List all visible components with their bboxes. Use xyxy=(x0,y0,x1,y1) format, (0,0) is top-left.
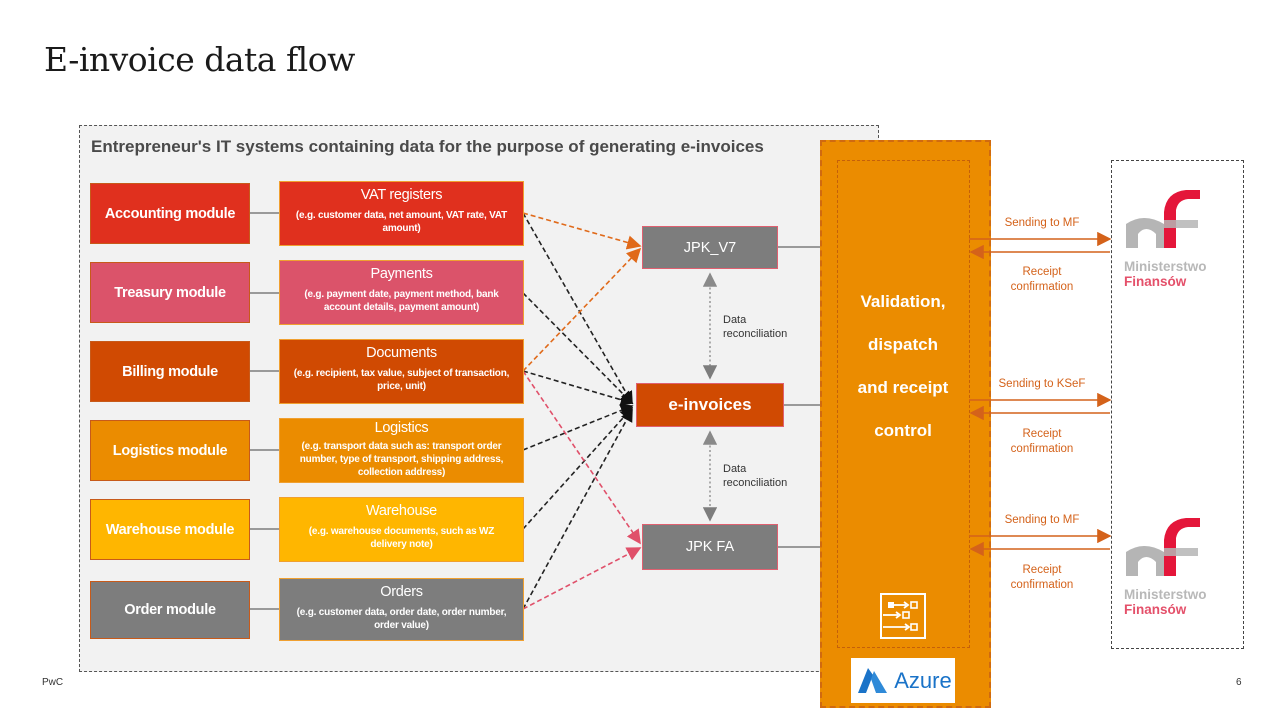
reconciliation-label-bottom-line1: Data xyxy=(723,463,747,475)
page-number: 6 xyxy=(1236,677,1242,688)
validation-text: Validation, dispatch and receipt control xyxy=(838,280,968,452)
receipt-label-2-line1: Receipt xyxy=(1022,428,1062,440)
logistics-desc: (e.g. transport data such as: transport … xyxy=(299,441,504,478)
validation-line-2: dispatch xyxy=(868,335,938,354)
jpk-fa-label: JPK FA xyxy=(685,539,735,555)
mf-logo-text-top: Ministerstwo xyxy=(1124,587,1207,602)
payments-desc: (e.g. payment date, payment method, bank… xyxy=(304,289,499,313)
accounting-module-label: Accounting module xyxy=(104,205,236,222)
orders-title: Orders xyxy=(380,584,423,600)
treasury-module-label: Treasury module xyxy=(114,284,226,301)
warehouse-module-label: Warehouse module xyxy=(105,521,235,538)
validation-inner-frame xyxy=(837,160,970,648)
ministry-logo-bottom: Ministerstwo Finansów xyxy=(1124,518,1234,628)
einvoices-label: e-invoices xyxy=(668,395,752,414)
receipt-label-2-line2: confirmation xyxy=(1010,443,1074,455)
flow-documents-to-jpkv7 xyxy=(522,247,642,372)
logistics-box: Logistics (e.g. transport data such as: … xyxy=(279,418,524,483)
send-label-2: Sending to KSeF xyxy=(998,378,1086,390)
send-label-1: Sending to MF xyxy=(1004,217,1080,229)
jpk-fa-box: JPK FA xyxy=(642,524,778,570)
receipt-label-3: Receipt confirmation xyxy=(992,563,1092,593)
reconciliation-label-top: Data reconciliation xyxy=(723,313,787,341)
accounting-module: Accounting module xyxy=(90,183,250,244)
slide-title: E-invoice data flow xyxy=(44,40,355,79)
orders-box: Orders (e.g. customer data, order date, … xyxy=(279,578,524,641)
receipt-label-1-line2: confirmation xyxy=(1010,281,1074,293)
azure-label: Azure xyxy=(894,667,952,693)
module-connectors xyxy=(250,212,280,610)
order-module: Order module xyxy=(90,581,250,639)
flow-documents-to-jpkfa xyxy=(522,370,641,545)
validation-line-3: and receipt xyxy=(857,378,949,397)
documents-desc: (e.g. recipient, tax value, subject of t… xyxy=(293,368,510,392)
receipt-label-1: Receipt confirmation xyxy=(992,265,1092,295)
order-module-label: Order module xyxy=(124,602,216,618)
reconciliation-label-bottom-line2: reconciliation xyxy=(723,477,788,489)
flow-logistics-to-einvoices xyxy=(522,404,634,451)
documents-title: Documents xyxy=(366,345,437,361)
vat-registers-title: VAT registers xyxy=(360,187,443,203)
azure-logo: Azure xyxy=(851,658,955,703)
logistics-module-label: Logistics module xyxy=(112,442,228,459)
flow-orders-to-jpkfa xyxy=(522,547,642,610)
flow-vat-to-einvoices xyxy=(522,212,633,405)
validation-line-1: Validation, xyxy=(860,292,946,311)
footer-brand: PwC xyxy=(42,677,64,688)
warehouse-module: Warehouse module xyxy=(90,499,250,560)
reconciliation-label-bottom: Data reconciliation xyxy=(723,462,787,490)
receipt-label-1-line1: Receipt xyxy=(1022,266,1062,278)
send-label-3: Sending to MF xyxy=(1004,514,1080,526)
flow-warehouse-to-einvoices xyxy=(522,406,634,530)
jpk-v7-box: JPK_V7 xyxy=(642,226,778,269)
jpk-v7-label: JPK_V7 xyxy=(683,239,737,256)
vat-registers-box: VAT registers (e.g. customer data, net a… xyxy=(279,181,524,246)
receipt-label-3-line1: Receipt xyxy=(1022,564,1062,576)
logistics-module: Logistics module xyxy=(90,420,250,481)
validation-line-4: control xyxy=(874,421,932,440)
flow-documents-to-einvoices xyxy=(522,370,634,406)
einvoices-box: e-invoices xyxy=(636,383,784,427)
flow-vat-to-jpkv7 xyxy=(522,212,642,250)
payments-box: Payments (e.g. payment date, payment met… xyxy=(279,260,524,325)
mf-logo-icon xyxy=(1126,190,1200,248)
warehouse-desc: (e.g. warehouse documents, such as WZ de… xyxy=(308,526,495,550)
mf-logo-icon xyxy=(1126,518,1200,576)
mf-logo-text-bottom: Finansów xyxy=(1124,274,1187,289)
flow-payments-to-einvoices xyxy=(522,292,634,405)
receipt-label-2: Receipt confirmation xyxy=(992,427,1092,457)
logistics-title: Logistics xyxy=(374,420,429,436)
validation-container xyxy=(820,140,991,708)
it-systems-title: Entrepreneur's IT systems containing dat… xyxy=(91,137,764,156)
workflow-icon xyxy=(880,593,926,639)
warehouse-box: Warehouse (e.g. warehouse documents, suc… xyxy=(279,497,524,562)
reconciliation-label-top-line2: reconciliation xyxy=(723,328,788,340)
receipt-label-3-line2: confirmation xyxy=(1010,579,1074,591)
azure-icon xyxy=(858,667,888,693)
billing-module: Billing module xyxy=(90,341,250,402)
mf-logo-text-bottom: Finansów xyxy=(1124,602,1187,617)
orders-desc: (e.g. customer data, order date, order n… xyxy=(296,607,507,631)
billing-module-label: Billing module xyxy=(122,363,218,380)
vat-registers-desc: (e.g. customer data, net amount, VAT rat… xyxy=(295,210,508,234)
warehouse-title: Warehouse xyxy=(366,503,437,519)
mf-logo-text-top: Ministerstwo xyxy=(1124,259,1207,274)
payments-title: Payments xyxy=(370,266,433,282)
documents-box: Documents (e.g. recipient, tax value, su… xyxy=(279,339,524,404)
flow-orders-to-einvoices xyxy=(522,408,633,610)
treasury-module: Treasury module xyxy=(90,262,250,323)
ministry-logo-top: Ministerstwo Finansów xyxy=(1124,190,1234,300)
reconciliation-label-top-line1: Data xyxy=(723,314,747,326)
